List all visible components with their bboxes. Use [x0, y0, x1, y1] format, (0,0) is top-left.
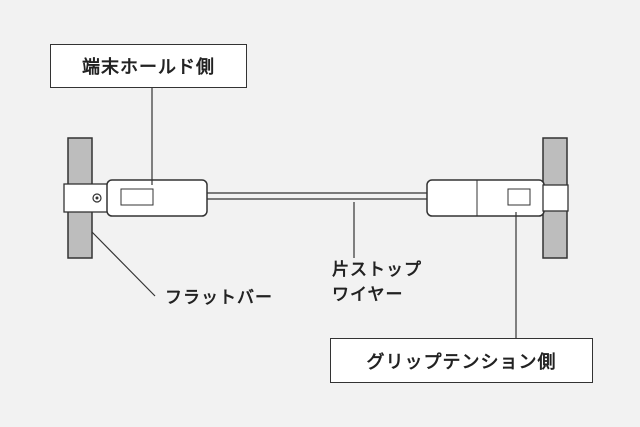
grip-tension-side-label: グリップテンション側 — [330, 338, 593, 383]
terminal-hold-side-label: 端末ホールド側 — [50, 44, 247, 88]
right-bracket — [542, 184, 569, 212]
grip-tension-insert — [507, 188, 531, 206]
terminal-hold-body — [106, 179, 208, 217]
stop-wire-label-line2: ワイヤー — [332, 285, 404, 305]
stop-wire-label-line1: 片ストップ — [332, 260, 422, 280]
terminal-hold-insert — [120, 188, 154, 206]
grip-tension-body — [426, 179, 545, 217]
leader-flat-bar — [91, 231, 156, 297]
flat-bar-label: フラットバー — [165, 288, 273, 308]
